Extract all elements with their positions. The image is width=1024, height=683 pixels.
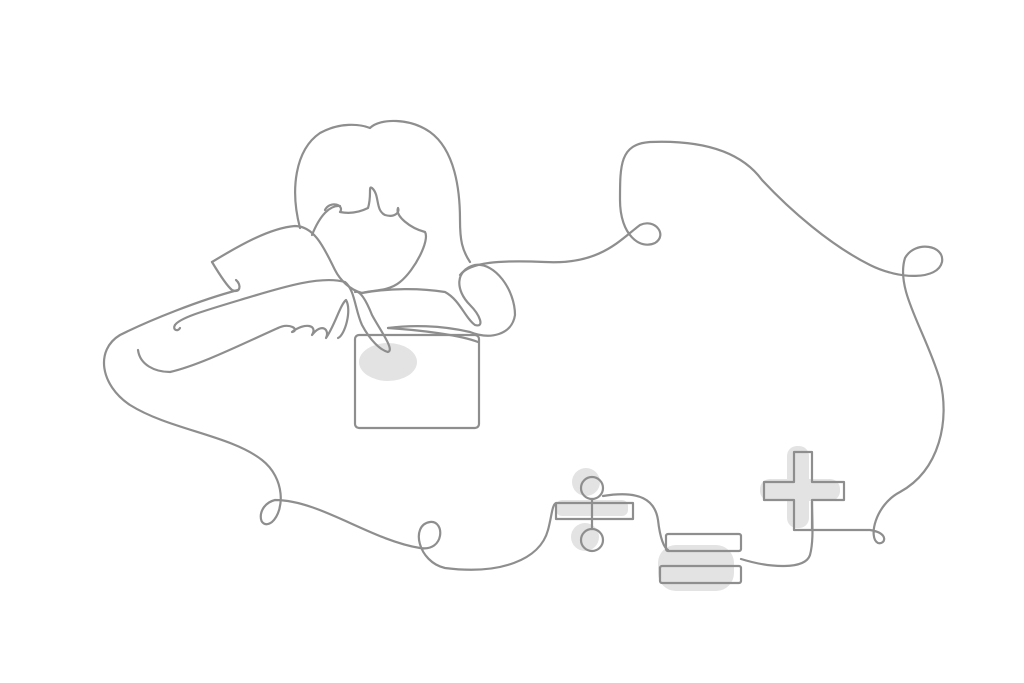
tablet-top-edge [386,326,480,344]
forearm-underside [136,326,280,374]
head-outline [294,119,472,264]
plus-horizontal-highlight [760,479,840,501]
fingertip-highlight [359,343,417,381]
sleeve-cuff [173,323,182,332]
equals-highlight [658,545,734,591]
equals-bar-bottom [658,564,743,585]
face-contour [323,186,428,295]
continuous-line-drawing [102,119,945,585]
left-hand [210,260,241,293]
equals-bar-top [664,532,743,553]
fingers [276,298,350,340]
continuous-line [102,288,635,571]
divide-dot-bottom-highlight [571,523,599,551]
highlight-shapes [359,343,840,591]
pointing-arm [173,278,391,354]
tablet-device [353,333,481,430]
right-arm [360,263,517,337]
divide-dot-top-highlight [572,468,600,496]
divide-to-equals-line [601,493,670,552]
right-loop-line [458,140,945,545]
left-shoulder [210,224,364,295]
